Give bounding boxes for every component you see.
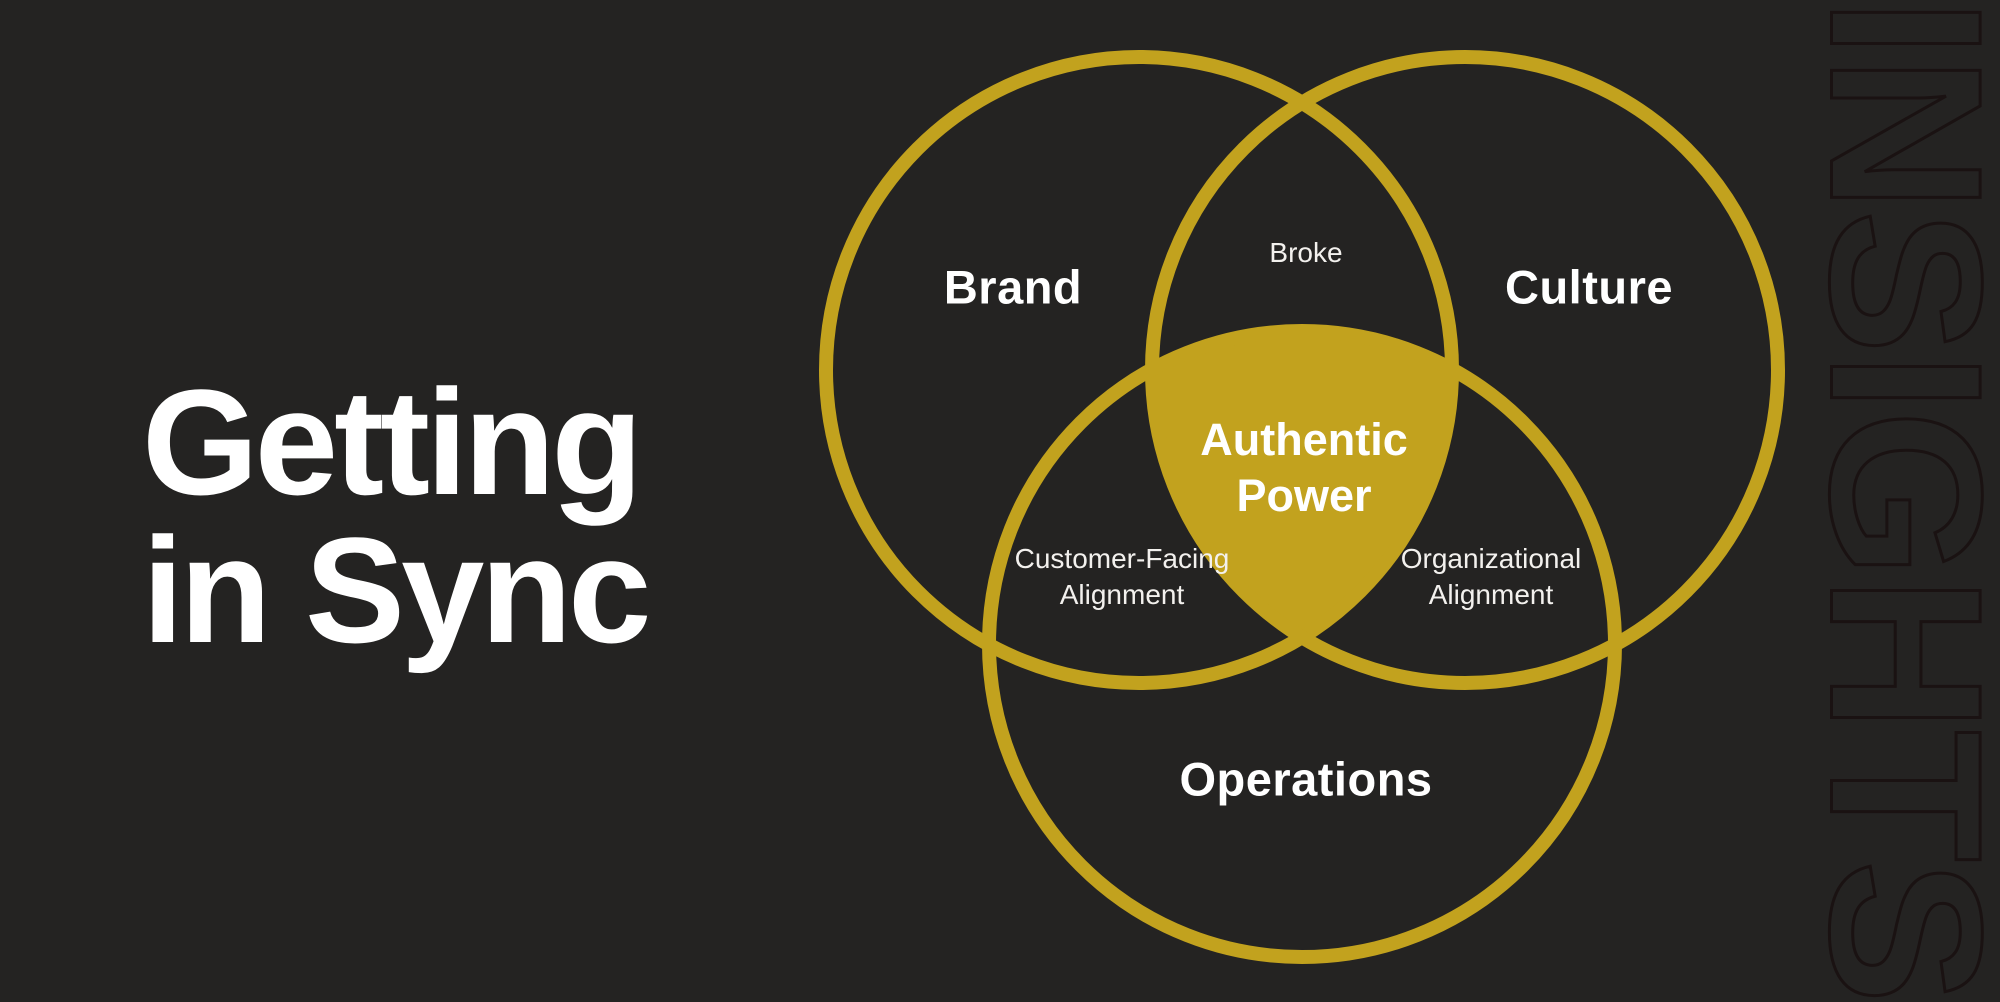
culture-operations-intersection-label: Organizational Alignment (1361, 541, 1621, 613)
insights-watermark: INSIGHTS (1782, 0, 2000, 1002)
operations-label: Operations (1179, 752, 1432, 807)
brand-culture-intersection-label: Broke (1269, 235, 1342, 271)
brand-operations-intersection-label: Customer-Facing Alignment (992, 541, 1252, 613)
culture-label: Culture (1505, 260, 1673, 315)
brand-label: Brand (944, 260, 1082, 315)
center-intersection-label: Authentic Power (1144, 412, 1464, 524)
page-title: Getting in Sync (142, 368, 782, 664)
